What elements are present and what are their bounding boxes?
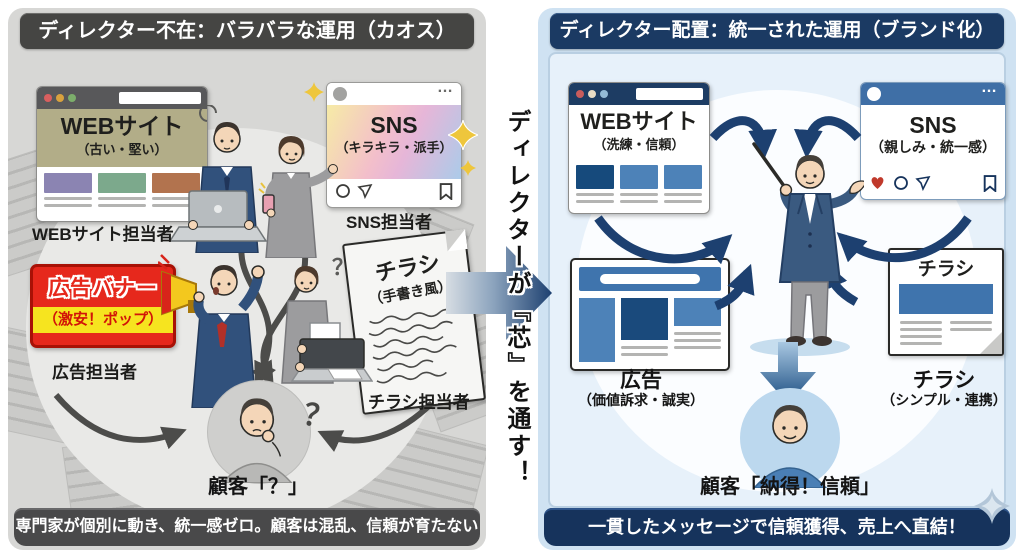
brand-panel: ディレクター配置：統一された運用（ブランド化） WEBサイト （洗練・信頼） (538, 8, 1016, 550)
avatar-icon (333, 87, 347, 101)
avatar-icon (867, 87, 881, 101)
ad-block (674, 298, 721, 362)
sns-card-actions (327, 179, 461, 203)
flyer-label-brand: チラシ (912, 369, 976, 392)
flyer-doc-title: チラシ (917, 259, 975, 280)
web-card-title: WEBサイト (60, 113, 184, 139)
web-card-subtitle: （古い・堅い） (76, 142, 168, 158)
page-fold (980, 332, 1002, 354)
flyer-sublabel-brand: （シンプル・連携） (881, 392, 1007, 408)
ad-block (621, 298, 668, 362)
sns-post-image: SNS （親しみ・統一感） (861, 105, 1005, 171)
transition-arrow-icon (446, 246, 552, 340)
ad-banner-subtitle: （激安！ポップ） (33, 307, 173, 333)
comment-icon (894, 176, 908, 190)
ad-card-brand (570, 258, 730, 371)
sns-card-actions (861, 171, 1005, 195)
flyer-image-block (899, 284, 993, 314)
chaos-header: ディレクター不在：バラバラな運用（カオス） (20, 13, 474, 49)
web-manager-illustration (168, 105, 268, 253)
sparkle-icon (974, 488, 1010, 524)
ad-card-banner (579, 267, 721, 291)
director-illustration (752, 142, 864, 346)
sparkle-icon (460, 160, 476, 176)
sns-post-image: SNS （キラキラ・派手） (327, 105, 461, 179)
chaos-panel: ディレクター不在：バラバラな運用（カオス） WEBサイト （古い・堅い） (8, 8, 486, 550)
flyer-manager-illustration: ？ (281, 255, 373, 384)
confused-customer-illustration (207, 380, 311, 484)
sparkle-icon (304, 82, 324, 102)
web-hero-brand: WEBサイト （洗練・信頼） (569, 105, 709, 159)
flyer-card-brand: チラシ (888, 248, 1004, 356)
sns-card-title: SNS (370, 112, 418, 138)
ad-banner-title: 広告バナー (48, 277, 158, 300)
bookmark-icon (983, 175, 997, 192)
browser-chrome (569, 83, 709, 105)
sns-card-title: SNS (909, 112, 957, 138)
web-hero-chaos: WEBサイト （古い・堅い） (37, 109, 207, 167)
web-card-chaos: WEBサイト （古い・堅い） (36, 86, 208, 222)
address-bar (119, 92, 201, 104)
share-icon (357, 183, 373, 199)
sns-card-subtitle: （キラキラ・派手） (335, 140, 453, 156)
sparkle-icon (448, 120, 478, 150)
customer-label-chaos: 顧客「？」 (208, 476, 308, 498)
web-person-label: WEBサイト担当者 (32, 225, 174, 244)
address-bar (635, 88, 703, 100)
question-mark: ？ (332, 255, 354, 280)
sns-person-label: SNS担当者 (346, 213, 432, 232)
more-options-icon: … (981, 79, 998, 96)
center-message: ディレクターが『芯』を通す！ (503, 109, 530, 487)
to-customer-arrow-icon (760, 342, 816, 404)
flyer-card-chaos: チラシ （手書き風） (341, 229, 486, 415)
web-card-title: WEBサイト (580, 109, 698, 134)
sns-card-brand: … SNS （親しみ・統一感） (860, 79, 1006, 200)
unified-arrows (594, 116, 972, 311)
sns-card-header: … (327, 79, 461, 105)
web-card-columns (37, 167, 207, 213)
flyer-person-label: チラシ担当者 (368, 393, 470, 412)
chaos-footer: 専門家が個別に動き、統一感ゼロ。顧客は混乱、信頼が育たない (14, 508, 480, 546)
share-icon (915, 175, 931, 191)
brand-header: ディレクター配置：統一された運用（ブランド化） (550, 13, 1004, 49)
ad-block (579, 298, 615, 362)
web-card-subtitle: （洗練・信頼） (593, 137, 685, 153)
more-options-icon: … (437, 79, 454, 96)
ad-person-label: 広告担当者 (52, 363, 137, 382)
bookmark-icon (439, 183, 453, 200)
heart-icon (871, 177, 884, 189)
sns-card-subtitle: （親しみ・統一感） (870, 139, 996, 156)
handwritten-lines (368, 308, 457, 384)
browser-chrome (37, 87, 207, 109)
sns-card-chaos: … SNS （キラキラ・派手） (326, 79, 462, 208)
web-card-brand: WEBサイト （洗練・信頼） (568, 82, 710, 214)
comment-icon (336, 184, 350, 198)
chaos-arrows (53, 229, 435, 452)
ad-sublabel-brand: （価値訴求・誠実） (578, 392, 704, 408)
brand-footer: 一貫したメッセージで信頼獲得、売上へ直結！ (544, 508, 1010, 546)
sns-card-header: … (861, 79, 1005, 105)
web-card-columns (569, 159, 709, 209)
sns-manager-illustration (258, 136, 338, 258)
ad-label-brand: 広告 (620, 369, 662, 392)
happy-customer-illustration (740, 388, 840, 488)
customer-label-brand: 顧客「納得！信頼」 (700, 476, 880, 498)
